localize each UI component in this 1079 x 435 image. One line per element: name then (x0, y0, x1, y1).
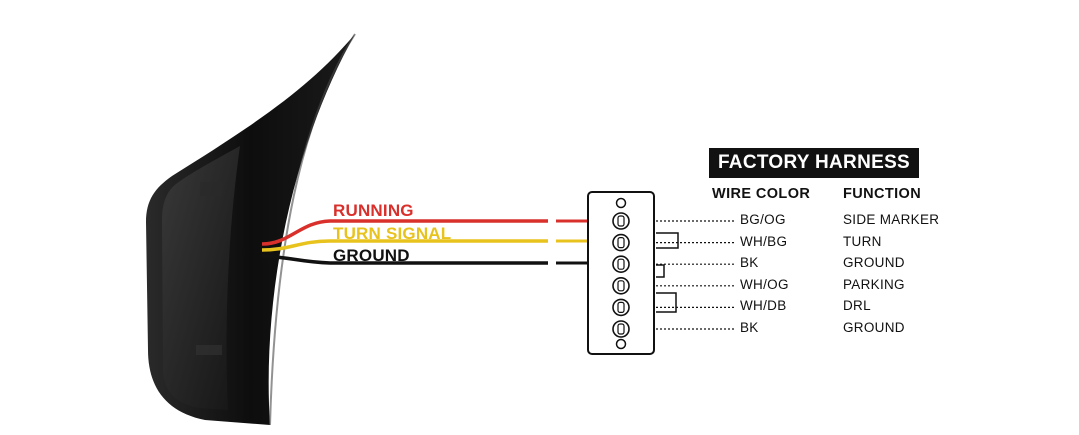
pin-brackets (656, 232, 679, 313)
wire-running (261, 219, 590, 246)
wire-label-ground: GROUND (333, 246, 410, 265)
row-function: PARKING (843, 276, 905, 292)
row-wire-color: WH/BG (740, 233, 788, 249)
connector-pin-slot (617, 323, 625, 335)
connector-pin-slot (617, 258, 625, 270)
wire-label-turn-signal: TURN SIGNAL (333, 224, 451, 243)
connector-pin-slot (617, 301, 625, 313)
wire-turn-signal (261, 239, 590, 252)
harness-title: FACTORY HARNESS (709, 148, 919, 178)
wire-ground (261, 254, 590, 265)
row-wire-color: WH/DB (740, 298, 787, 314)
row-function: GROUND (843, 320, 905, 335)
connector-pin-slot (617, 215, 625, 227)
connector-pin-slot (617, 237, 625, 249)
row-function: SIDE MARKER (843, 212, 940, 227)
row-wire-color: BG/OG (740, 212, 786, 227)
column-header-wire-color: WIRE COLOR (712, 186, 811, 202)
wire-label-running: RUNNING (333, 201, 414, 220)
factory-connector (587, 191, 655, 355)
row-wire-color: BK (740, 255, 759, 271)
row-function: GROUND (843, 255, 905, 271)
row-function: TURN (843, 233, 882, 249)
row-function: DRL (843, 298, 871, 314)
leader-lines (656, 220, 736, 330)
connector-pin-slot (617, 280, 625, 292)
side-marker-lamp (146, 33, 356, 426)
row-wire-color: WH/OG (740, 276, 789, 292)
row-wire-color: BK (740, 320, 759, 335)
column-header-function: FUNCTION (843, 186, 922, 202)
